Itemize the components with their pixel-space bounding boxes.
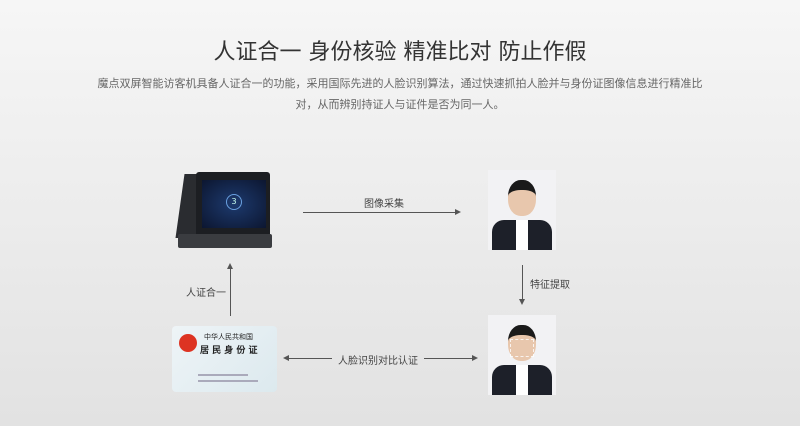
arrow-down-icon: [519, 299, 525, 305]
compare-arrow-left-segment: [288, 358, 332, 359]
page-description: 魔点双屏智能访客机具备人证合一的功能，采用国际先进的人脸识别算法，通过快速抓拍人…: [97, 77, 703, 111]
match-label: 人证合一: [186, 288, 226, 299]
arrow-right-icon: [455, 209, 461, 215]
capture-arrow: [303, 212, 457, 213]
emblem-icon: [179, 334, 197, 352]
arrow-left-icon: [283, 355, 289, 361]
compare-label: 人脸识别对比认证: [338, 356, 418, 367]
id-card-image: 中华人民共和国 居 民 身 份 证: [172, 326, 277, 392]
match-arrow: [230, 268, 231, 316]
countdown-number: 3: [226, 194, 242, 210]
compare-arrow-right-segment: [424, 358, 474, 359]
extract-arrow: [522, 265, 523, 301]
visitor-device-image: 3: [175, 170, 272, 252]
arrow-up-icon: [227, 263, 233, 269]
capture-label: 图像采集: [364, 199, 404, 210]
id-card-line2: 居 民 身 份 证: [200, 346, 258, 356]
feature-face-photo: [488, 315, 556, 395]
arrow-right-icon: [472, 355, 478, 361]
id-card-line1: 中华人民共和国: [204, 333, 253, 341]
extract-label: 特征提取: [530, 280, 570, 291]
page-title: 人证合一 身份核验 精准比对 防止作假: [213, 40, 587, 65]
captured-face-photo: [488, 170, 556, 250]
